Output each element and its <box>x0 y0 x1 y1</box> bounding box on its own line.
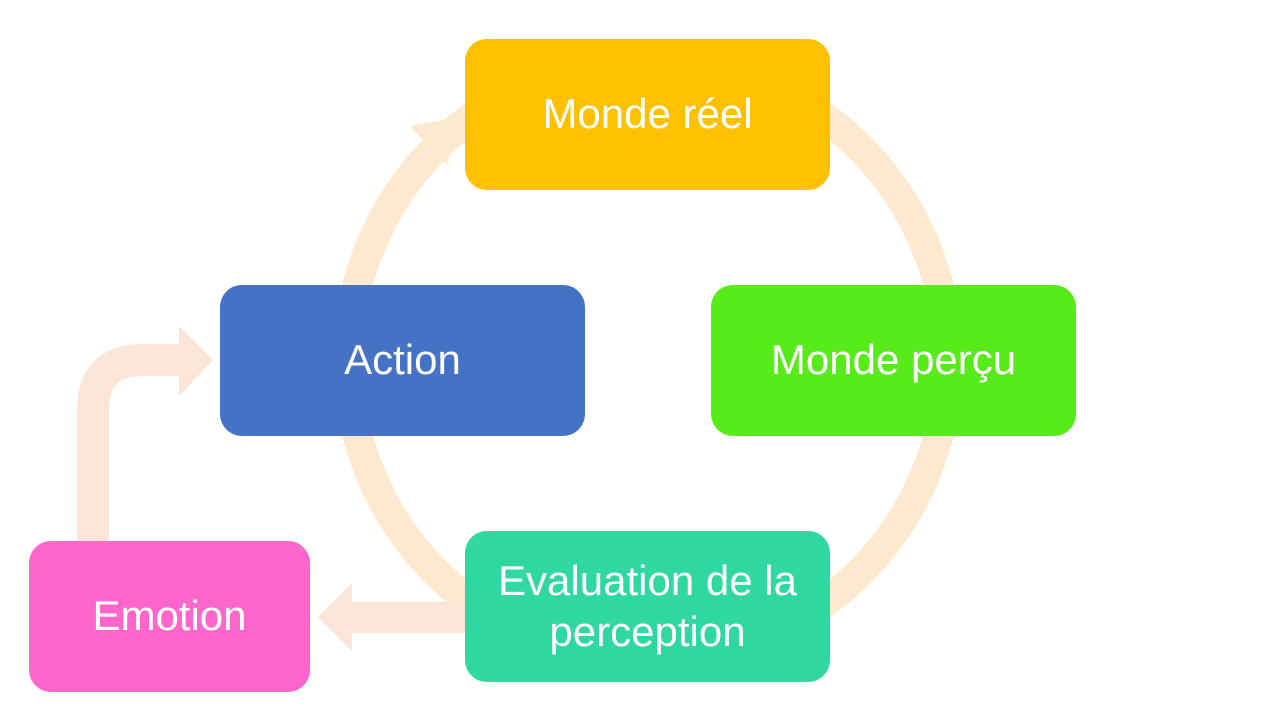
emotion-to-action-arrowhead <box>179 326 213 396</box>
node-action-label: Action <box>344 336 461 384</box>
node-monde-percu-label: Monde perçu <box>770 336 1017 384</box>
node-emotion-label: Emotion <box>92 592 247 640</box>
node-monde-reel: Monde réel <box>465 39 830 190</box>
node-emotion: Emotion <box>29 541 310 692</box>
node-action: Action <box>220 285 585 436</box>
cycle-arrowhead <box>410 118 456 165</box>
node-monde-percu: Monde perçu <box>711 285 1076 436</box>
emotion-to-action-arrow <box>77 344 182 545</box>
node-evaluation-label: Evaluation de la perception <box>498 557 797 655</box>
node-monde-reel-label: Monde réel <box>542 90 753 138</box>
node-evaluation: Evaluation de la perception <box>465 531 830 682</box>
evaluation-to-emotion-arrow <box>318 583 465 651</box>
